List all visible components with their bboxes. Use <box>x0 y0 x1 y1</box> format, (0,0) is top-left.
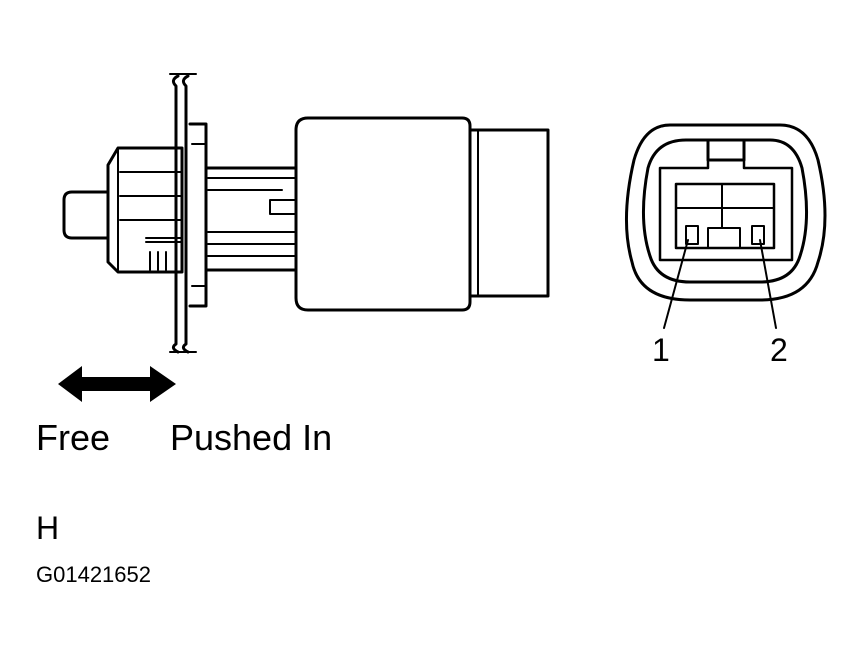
connector-key <box>706 138 746 162</box>
mounting-bracket <box>171 74 180 354</box>
lock-nut <box>188 122 208 308</box>
leader-line-1 <box>663 239 689 329</box>
threaded-shaft <box>204 166 298 272</box>
pushed-in-label: Pushed In <box>170 417 333 458</box>
connector-end <box>468 128 550 298</box>
terminal-2-label: 2 <box>770 332 788 368</box>
terminal-1-label: 1 <box>652 332 670 368</box>
leader-line-2 <box>759 239 777 329</box>
connector-inner-shell <box>642 138 808 284</box>
connector-face-view <box>624 123 827 329</box>
terminal-cavity <box>658 158 794 262</box>
free-label: Free <box>36 417 111 458</box>
switch-housing <box>294 116 472 312</box>
terminal-block <box>674 182 776 250</box>
view-code-label: H <box>36 510 60 546</box>
plunger-tip <box>62 190 110 240</box>
terminal-1-contact <box>685 225 699 245</box>
switch-side-view <box>62 73 550 354</box>
connector-outer-shell <box>624 123 827 302</box>
double-headed-arrow-icon <box>58 366 176 402</box>
threaded-nut <box>106 146 184 274</box>
figure-id-label: G01421652 <box>36 562 151 587</box>
terminal-2-contact <box>751 225 765 245</box>
